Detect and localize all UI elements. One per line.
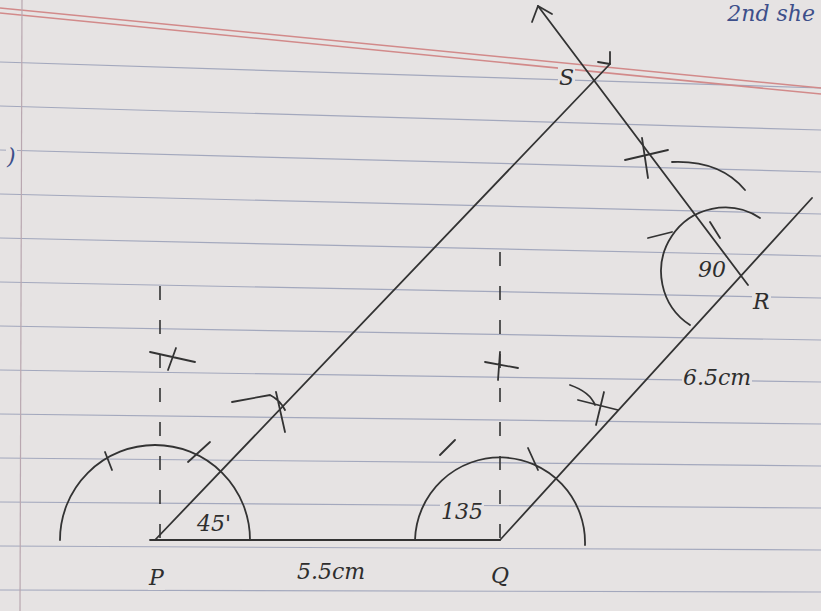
point-label: P bbox=[148, 566, 165, 590]
point-label: R bbox=[752, 290, 771, 314]
ruled-lines bbox=[0, 62, 821, 592]
angle-label: 45' bbox=[196, 512, 232, 536]
pencil-construction bbox=[60, 6, 812, 545]
angle-label: 90 bbox=[697, 258, 727, 282]
dimension-label: 5.5cm bbox=[296, 560, 366, 584]
point-label: S bbox=[558, 66, 575, 90]
margin-mark: ) bbox=[6, 145, 17, 169]
angle-label: 135 bbox=[440, 500, 484, 524]
dimension-label: 6.5cm bbox=[682, 366, 752, 390]
page-note: 2nd she bbox=[726, 2, 816, 26]
perpendicular-dashes bbox=[160, 250, 500, 538]
point-label: Q bbox=[490, 564, 510, 588]
